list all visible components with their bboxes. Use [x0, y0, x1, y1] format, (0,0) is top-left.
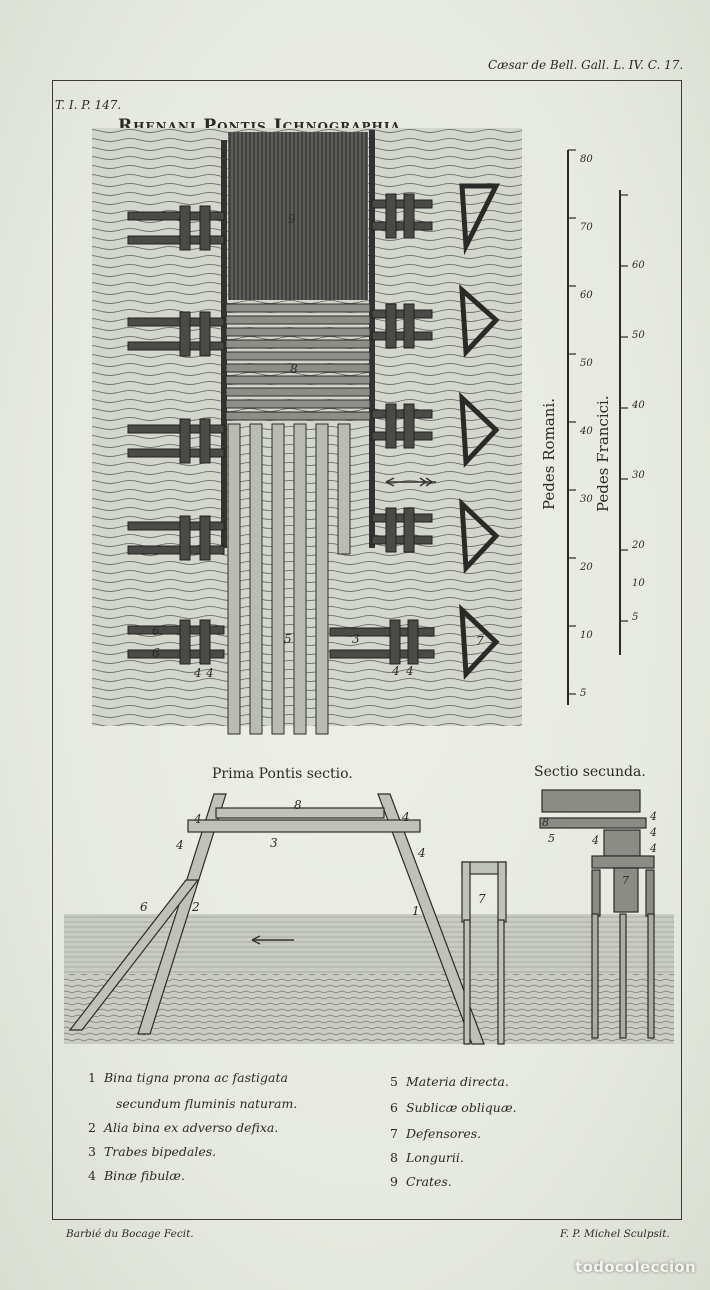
legend-text: Materia directa.	[405, 1074, 509, 1089]
scale-francici-tick: 20	[632, 540, 645, 551]
legend-text: Trabes bipedales.	[103, 1144, 217, 1159]
scale-romani-tick: 40	[580, 426, 593, 437]
plan-number-6a: 6	[152, 624, 160, 638]
prima-number-4a: 4	[194, 812, 202, 826]
secunda-number-8: 8	[542, 816, 549, 829]
scale-romani-tick: 5	[580, 688, 587, 699]
scale-romani-tick: 20	[580, 562, 593, 573]
watermark-logo: todocoleccion	[575, 1258, 696, 1276]
prima-number-1: 1	[412, 904, 420, 918]
prima-number-4d: 4	[418, 846, 426, 860]
legend-num: 8	[390, 1150, 398, 1165]
legend-item-1b: secundum fluminis naturam.	[108, 1096, 297, 1111]
prima-sectio-label: Prima Pontis sectio.	[212, 766, 353, 782]
legend-item-2: 2 Alia bina ex adverso defixa.	[88, 1120, 278, 1135]
plan-number-4d: 4	[406, 664, 414, 678]
prima-number-3: 3	[270, 836, 278, 850]
scale-francici-tick: 50	[632, 330, 645, 341]
legend-item-4: 4 Binæ fibulæ.	[88, 1168, 185, 1183]
scale-francici-tick: 40	[632, 400, 645, 411]
prima-number-4c: 4	[176, 838, 184, 852]
scale-romani-tick: 30	[580, 494, 593, 505]
legend-num: 7	[390, 1126, 398, 1141]
plan-number-3: 3	[352, 632, 360, 646]
scale-romani-tick: 70	[580, 222, 593, 233]
legend-num: 5	[390, 1074, 398, 1089]
prima-number-2: 2	[192, 900, 200, 914]
sectio-secunda-label: Sectio secunda.	[534, 764, 646, 780]
plan-number-5: 5	[284, 632, 292, 646]
legend-text: Crates.	[405, 1174, 452, 1189]
legend-text: Longurii.	[405, 1150, 464, 1165]
legend-text: Binæ fibulæ.	[103, 1168, 186, 1183]
plan-number-4c: 4	[392, 664, 400, 678]
scale-francici-tick: 30	[632, 470, 645, 481]
legend-item-1: 1 Bina tigna prona ac fastigata	[88, 1070, 288, 1085]
secunda-number-5: 5	[548, 832, 555, 845]
secunda-number-7: 7	[622, 874, 629, 887]
secunda-number-4d: 4	[650, 842, 657, 855]
scale-romani-tick: 10	[580, 630, 593, 641]
citation: Cæsar de Bell. Gall. L. IV. C. 17.	[488, 58, 684, 72]
plate-frame	[52, 80, 682, 1220]
plan-number-6b: 6	[152, 646, 160, 660]
legend-num: 2	[88, 1120, 96, 1135]
scale-romani-tick: 80	[580, 154, 593, 165]
secunda-number-4c: 4	[650, 826, 657, 839]
legend-text: Sublicæ obliquæ.	[405, 1100, 517, 1115]
prima-number-6: 6	[140, 900, 148, 914]
scale-romani-tick: 60	[580, 290, 593, 301]
left-piers	[127, 205, 225, 665]
legend-text: Bina tigna prona ac fastigata	[103, 1070, 288, 1085]
legend-item-9: 9 Crates.	[390, 1174, 452, 1189]
legend-item-6: 6 Sublicæ obliquæ.	[390, 1100, 517, 1115]
legend-text: Defensores.	[405, 1126, 482, 1141]
defensores-triangles	[459, 183, 501, 680]
legend-item-8: 8 Longurii.	[390, 1150, 464, 1165]
current-arrow-plan	[385, 477, 436, 487]
plan-number-9: 9	[288, 212, 296, 226]
plan-number-7: 7	[476, 634, 484, 648]
legend-num: 9	[390, 1174, 398, 1189]
scale-romani-tick: 50	[580, 358, 593, 369]
secunda-number-4a: 4	[592, 834, 599, 847]
legend-text: Alia bina ex adverso defixa.	[103, 1120, 279, 1135]
scale-francici-label: Pedes Francici.	[594, 395, 612, 512]
secunda-number-4b: 4	[650, 810, 657, 823]
legend-item-7: 7 Defensores.	[390, 1126, 481, 1141]
prima-sectio-drawing	[64, 793, 674, 1045]
sectio-secunda-drawing	[539, 789, 655, 1039]
scale-francici-tick: 60	[632, 260, 645, 271]
credit-right: F. P. Michel Sculpsit.	[560, 1228, 670, 1240]
longurii-planks	[225, 303, 371, 421]
prima-number-8: 8	[294, 798, 302, 812]
legend-item-5: 5 Materia directa.	[390, 1074, 509, 1089]
legend-num: 4	[88, 1168, 96, 1183]
plan-number-4a: 4	[194, 666, 202, 680]
scale-romani-label: Pedes Romani.	[540, 398, 558, 510]
credit-left: Barbié du Bocage Fecit.	[66, 1228, 194, 1240]
plate-number: T. I. P. 147.	[55, 98, 122, 112]
legend-num: 1	[88, 1070, 96, 1085]
scale-francici-tick: 10	[632, 578, 645, 589]
materia-directa-beams	[227, 423, 351, 735]
legend-num: 6	[390, 1100, 398, 1115]
scale-francici-tick: 5	[632, 612, 639, 623]
right-piers	[329, 193, 435, 665]
prima-number-7: 7	[478, 892, 486, 906]
plan-number-4b: 4	[206, 666, 214, 680]
legend-item-3: 3 Trabes bipedales.	[88, 1144, 216, 1159]
prima-number-4b: 4	[402, 810, 410, 824]
scale-bars	[567, 149, 628, 705]
plan-number-8: 8	[290, 362, 298, 376]
legend-text: secundum fluminis naturam.	[116, 1096, 298, 1111]
legend-num: 3	[88, 1144, 96, 1159]
